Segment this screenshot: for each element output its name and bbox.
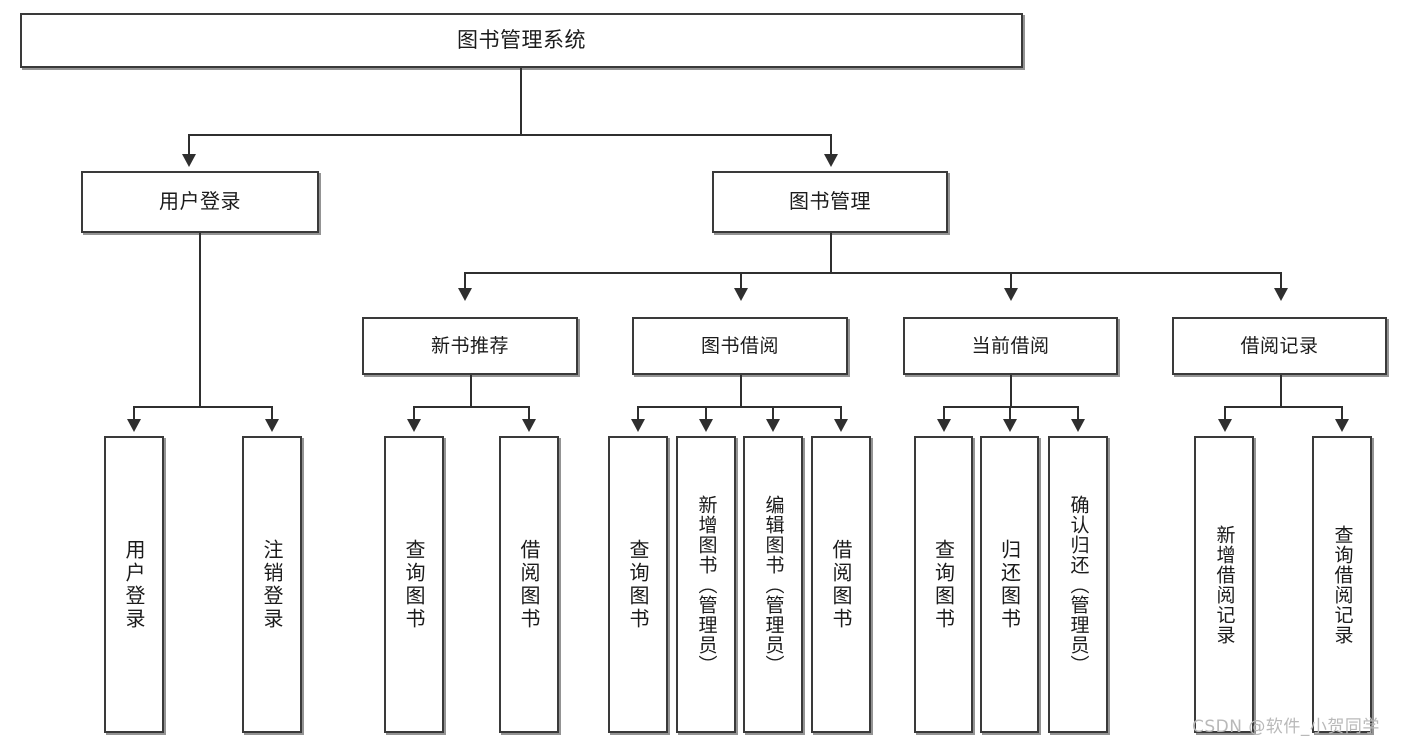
edge-borrow-record-trunk bbox=[1280, 375, 1282, 407]
edge-current-borrow-trunk bbox=[1010, 375, 1012, 407]
arrow-borrow-record-leaf-1 bbox=[1218, 419, 1232, 432]
node-label: 归还图书 bbox=[997, 538, 1022, 631]
edge-user-login-drop-2 bbox=[271, 406, 273, 420]
node-label: 确认归还（管理员） bbox=[1067, 494, 1090, 675]
arrow-new-book-leaf-2 bbox=[522, 419, 536, 432]
edge-root-to-user-login bbox=[188, 134, 190, 155]
edge-book-mgmt-trunk bbox=[830, 233, 832, 273]
node-label: 注销登录 bbox=[260, 538, 284, 631]
leaf-query-book-new[interactable]: 查询图书 bbox=[384, 436, 444, 733]
node-label: 编辑图书（管理员） bbox=[762, 494, 785, 675]
edge-root-to-book-mgmt bbox=[830, 134, 832, 155]
edge-borrow-record-drop-1 bbox=[1224, 406, 1226, 420]
node-book-borrow[interactable]: 图书借阅 bbox=[632, 317, 848, 375]
node-label: 借阅图书 bbox=[517, 538, 541, 631]
node-label: 查询借阅记录 bbox=[1331, 524, 1354, 645]
leaf-query-borrow-record[interactable]: 查询借阅记录 bbox=[1312, 436, 1372, 733]
node-label: 新增图书（管理员） bbox=[695, 494, 718, 675]
edge-user-login-trunk bbox=[199, 233, 201, 407]
leaf-logout[interactable]: 注销登录 bbox=[242, 436, 302, 733]
node-label: 图书借阅 bbox=[700, 334, 779, 357]
edge-root-bus bbox=[188, 134, 832, 136]
node-borrow-record[interactable]: 借阅记录 bbox=[1172, 317, 1387, 375]
node-new-book-recommend[interactable]: 新书推荐 bbox=[362, 317, 578, 375]
arrow-borrow-book-leaf-3 bbox=[766, 419, 780, 432]
node-label: 查询图书 bbox=[402, 538, 426, 631]
leaf-query-book-borrow[interactable]: 查询图书 bbox=[608, 436, 668, 733]
arrow-current-borrow-leaf-3 bbox=[1071, 419, 1085, 432]
edge-book-mgmt-drop-3 bbox=[1010, 272, 1012, 289]
node-label: 用户登录 bbox=[122, 538, 146, 631]
node-label: 新增借阅记录 bbox=[1213, 524, 1236, 645]
node-book-management[interactable]: 图书管理 bbox=[712, 171, 948, 233]
leaf-query-book-current[interactable]: 查询图书 bbox=[914, 436, 973, 733]
edge-new-book-drop-1 bbox=[413, 406, 415, 420]
arrow-borrow-book-leaf-2 bbox=[699, 419, 713, 432]
edge-current-borrow-drop-2 bbox=[1009, 406, 1011, 420]
arrow-book-mgmt-to-current-borrow bbox=[1004, 288, 1018, 301]
edge-borrow-book-trunk bbox=[740, 375, 742, 407]
leaf-return-book[interactable]: 归还图书 bbox=[980, 436, 1039, 733]
leaf-borrow-book-action[interactable]: 借阅图书 bbox=[811, 436, 871, 733]
leaf-add-borrow-record[interactable]: 新增借阅记录 bbox=[1194, 436, 1254, 733]
node-label: 当前借阅 bbox=[971, 334, 1050, 357]
node-user-login[interactable]: 用户登录 bbox=[81, 171, 319, 233]
arrow-new-book-leaf-1 bbox=[407, 419, 421, 432]
edge-current-borrow-drop-1 bbox=[943, 406, 945, 420]
edge-new-book-drop-2 bbox=[528, 406, 530, 420]
arrow-current-borrow-leaf-2 bbox=[1003, 419, 1017, 432]
edge-borrow-book-drop-3 bbox=[772, 406, 774, 420]
edge-book-mgmt-drop-2 bbox=[740, 272, 742, 289]
node-label: 图书管理系统 bbox=[457, 28, 586, 53]
node-label: 新书推荐 bbox=[430, 334, 509, 357]
node-label: 查询图书 bbox=[931, 538, 956, 631]
edge-user-login-bus bbox=[133, 406, 272, 408]
edge-borrow-record-bus bbox=[1224, 406, 1342, 408]
edge-borrow-record-drop-2 bbox=[1341, 406, 1343, 420]
edge-borrow-book-drop-2 bbox=[705, 406, 707, 420]
edge-user-login-drop-1 bbox=[133, 406, 135, 420]
leaf-borrow-book-new[interactable]: 借阅图书 bbox=[499, 436, 559, 733]
leaf-edit-book-admin[interactable]: 编辑图书（管理员） bbox=[743, 436, 803, 733]
arrow-root-to-user-login bbox=[182, 154, 196, 167]
leaf-confirm-return-admin[interactable]: 确认归还（管理员） bbox=[1048, 436, 1108, 733]
node-label: 借阅图书 bbox=[829, 538, 853, 631]
arrow-root-to-book-mgmt bbox=[824, 154, 838, 167]
edge-new-book-bus bbox=[413, 406, 529, 408]
edge-new-book-trunk bbox=[470, 375, 472, 407]
edge-borrow-book-bus bbox=[637, 406, 841, 408]
arrow-user-login-leaf-1 bbox=[127, 419, 141, 432]
edge-borrow-book-drop-1 bbox=[637, 406, 639, 420]
edge-current-borrow-drop-3 bbox=[1077, 406, 1079, 420]
arrow-borrow-book-leaf-4 bbox=[834, 419, 848, 432]
edge-book-mgmt-drop-4 bbox=[1280, 272, 1282, 289]
edge-book-mgmt-drop-1 bbox=[464, 272, 466, 289]
arrow-current-borrow-leaf-1 bbox=[937, 419, 951, 432]
edge-borrow-book-drop-4 bbox=[840, 406, 842, 420]
arrow-borrow-book-leaf-1 bbox=[631, 419, 645, 432]
arrow-borrow-record-leaf-2 bbox=[1335, 419, 1349, 432]
node-label: 查询图书 bbox=[626, 538, 650, 631]
arrow-book-mgmt-to-borrow-record bbox=[1274, 288, 1288, 301]
node-current-borrow[interactable]: 当前借阅 bbox=[903, 317, 1118, 375]
edge-root-trunk bbox=[520, 68, 522, 135]
node-label: 图书管理 bbox=[789, 189, 871, 214]
node-label: 用户登录 bbox=[159, 189, 241, 214]
arrow-user-login-leaf-2 bbox=[265, 419, 279, 432]
arrow-book-mgmt-to-new-book bbox=[458, 288, 472, 301]
leaf-user-login[interactable]: 用户登录 bbox=[104, 436, 164, 733]
node-label: 借阅记录 bbox=[1240, 334, 1319, 357]
edge-book-mgmt-bus bbox=[464, 272, 1280, 274]
leaf-add-book-admin[interactable]: 新增图书（管理员） bbox=[676, 436, 736, 733]
arrow-book-mgmt-to-borrow-book bbox=[734, 288, 748, 301]
node-root-system[interactable]: 图书管理系统 bbox=[20, 13, 1023, 68]
